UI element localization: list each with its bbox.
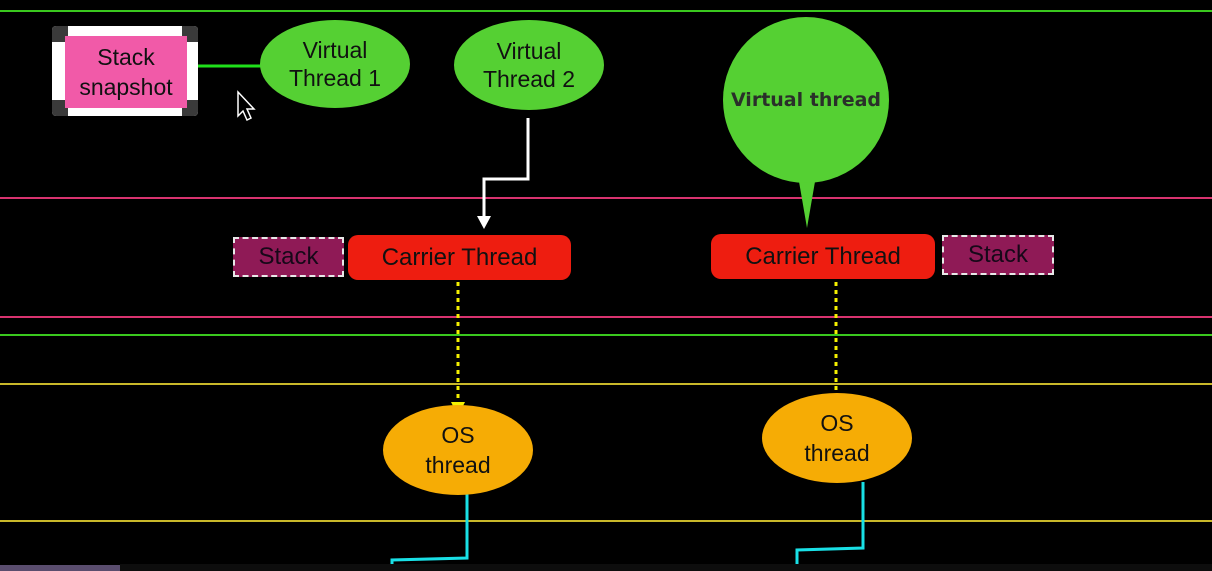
stack-snapshot[interactable]: Stack snapshot (65, 36, 187, 108)
os-right-cyan-connector (795, 482, 865, 571)
carrier-thread-left[interactable]: Carrier Thread (348, 235, 571, 280)
virtual-thread-2[interactable]: Virtual Thread 2 (454, 20, 604, 110)
vt2-to-carrier-arrow (477, 118, 530, 229)
os-thread-left-line1: OS (441, 422, 475, 448)
guide-line-yellow-lower (0, 520, 1212, 522)
guide-line-pink-upper (0, 197, 1212, 199)
mouse-cursor-icon (237, 90, 256, 122)
os-thread-left-line2: thread (425, 452, 491, 478)
virtual-thread-2-line2: Thread 2 (482, 66, 576, 92)
carrier-to-os-arrow-left (451, 282, 465, 416)
bottom-bar (120, 564, 1212, 571)
guide-line-green-top (0, 10, 1212, 12)
stack-right-label: Stack (967, 241, 1029, 268)
progress-strip (0, 565, 120, 571)
guide-line-yellow-upper (0, 383, 1212, 385)
stack-left-label: Stack (258, 243, 319, 270)
virtual-thread-bubble[interactable]: Virtual thread (723, 17, 889, 183)
stack-right[interactable]: Stack (942, 235, 1054, 275)
virtual-thread-1-line2: Thread 1 (288, 65, 382, 91)
carrier-thread-left-label: Carrier Thread (381, 243, 538, 271)
frame-corner-icon (52, 26, 68, 42)
virtual-thread-bubble-tail (797, 170, 817, 228)
os-thread-right-line1: OS (820, 410, 854, 436)
virtual-thread-1-line1: Virtual (302, 37, 368, 63)
os-left-cyan-connector (390, 494, 469, 571)
virtual-thread-2-line1: Virtual (496, 38, 562, 64)
os-thread-left[interactable]: OS thread (383, 405, 533, 495)
virtual-thread-1[interactable]: Virtual Thread 1 (260, 20, 410, 108)
guide-line-green-middle (0, 334, 1212, 336)
carrier-thread-right-label: Carrier Thread (745, 242, 901, 270)
guide-line-pink-lower (0, 316, 1212, 318)
virtual-thread-bubble-label: Virtual thread (730, 89, 882, 111)
carrier-to-os-arrow-right (829, 282, 843, 408)
carrier-thread-right[interactable]: Carrier Thread (711, 234, 935, 279)
frame-corner-icon (52, 100, 68, 116)
stack-snapshot-line2: snapshot (79, 74, 173, 100)
stack-snapshot-line1: Stack (97, 44, 155, 70)
stack-left[interactable]: Stack (233, 237, 344, 277)
os-thread-right-line2: thread (804, 440, 870, 466)
os-thread-right[interactable]: OS thread (762, 393, 912, 483)
